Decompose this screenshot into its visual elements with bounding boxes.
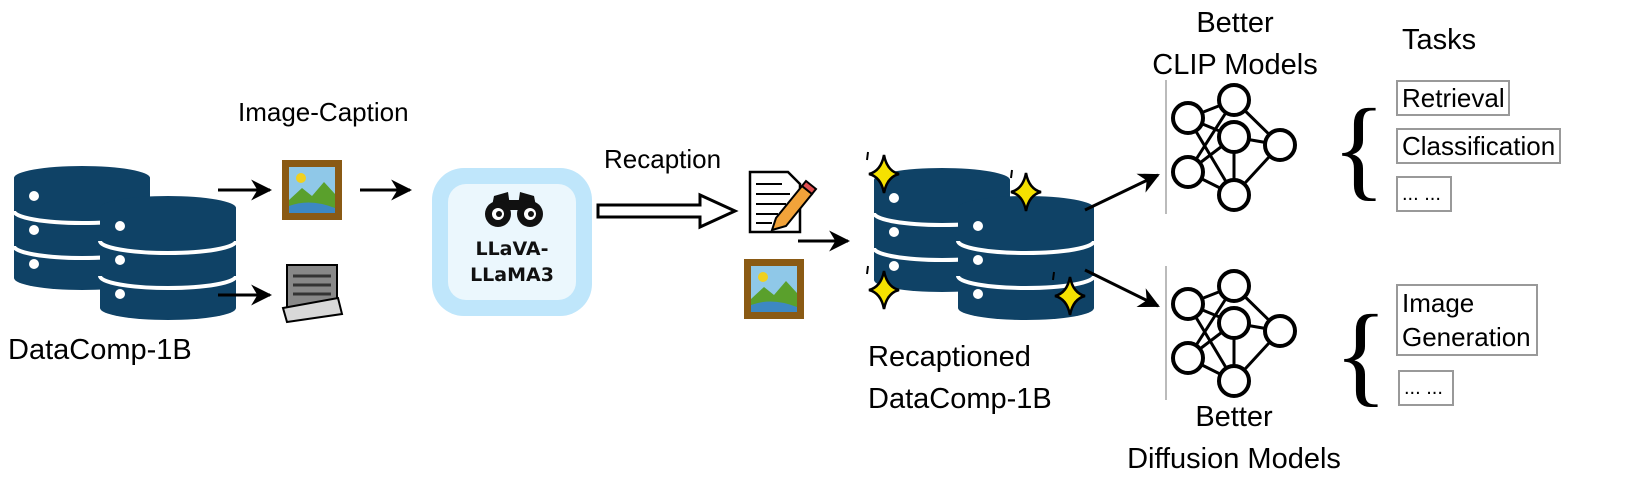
document-icon <box>281 264 344 324</box>
pair-label: Image-Caption <box>238 97 409 127</box>
process-label: Recaption <box>604 144 722 174</box>
source-label: DataComp-1B <box>8 334 192 366</box>
source-database-icon <box>12 164 238 322</box>
diffusion-tasks-brace: { <box>1334 293 1388 417</box>
output-label: Recaptioned DataComp-1B <box>868 336 1052 420</box>
task-retrieval: Retrieval <box>1396 80 1510 116</box>
task-more-clip: ... ... <box>1396 176 1452 212</box>
clip-neural-network-icon <box>1171 83 1297 212</box>
clip-label-line2: CLIP Models <box>1152 49 1318 81</box>
diffusion-label-line2: Diffusion Models <box>1127 443 1341 475</box>
tasks-title: Tasks <box>1402 24 1477 56</box>
image-icon <box>282 160 342 220</box>
task-image-generation: Image Generation <box>1396 284 1538 356</box>
diffusion-neural-network-icon <box>1171 269 1297 398</box>
task-image-generation-line2: Generation <box>1402 322 1531 352</box>
clip-models-label: Better CLIP Models <box>1140 2 1330 86</box>
sparkle-icon <box>866 151 1087 317</box>
model-label: LLaVA- LLaMA3 <box>452 237 572 288</box>
recaption-arrow <box>596 192 739 230</box>
arrow-to-diffusion <box>1084 268 1160 308</box>
diffusion-label-line1: Better <box>1195 401 1273 433</box>
output-label-line2: DataComp-1B <box>868 383 1052 415</box>
task-more-diffusion: ... ... <box>1398 370 1454 406</box>
clip-tasks-brace: { <box>1332 87 1386 211</box>
model-label-line1: LLaVA- <box>475 238 549 260</box>
llava-model-box <box>432 168 592 316</box>
recaptioned-image-icon <box>744 259 804 319</box>
notepad-pencil-icon <box>748 170 818 234</box>
model-label-line2: LLaMA3 <box>470 263 554 286</box>
task-image-generation-line1: Image <box>1402 288 1475 318</box>
task-classification: Classification <box>1396 128 1561 164</box>
arrow-to-clip <box>1084 173 1160 212</box>
output-label-line1: Recaptioned <box>868 341 1031 373</box>
clip-label-line1: Better <box>1196 7 1274 39</box>
binoculars-icon <box>485 192 543 227</box>
diffusion-models-label: Better Diffusion Models <box>1108 396 1360 480</box>
